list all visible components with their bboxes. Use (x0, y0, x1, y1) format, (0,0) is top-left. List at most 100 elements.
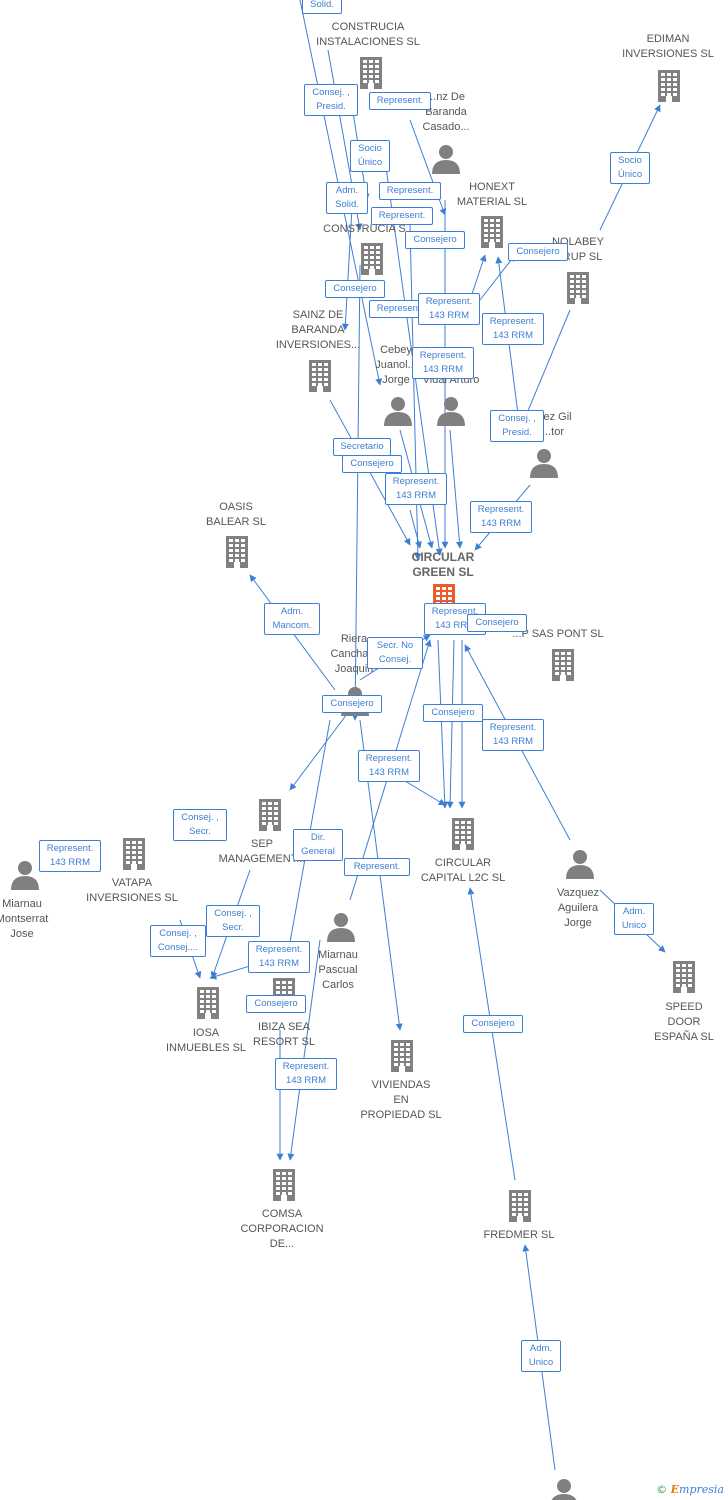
circular-capital-building-icon (452, 818, 474, 850)
edge-line-10 (469, 254, 487, 301)
edge-label-dir-general[interactable]: Dir. General (293, 829, 343, 861)
node-sainz-baranda-casado[interactable]: ...nz De Baranda Casado... (422, 91, 470, 133)
honext-building-icon (481, 216, 503, 248)
vazquez-person-icon (566, 850, 594, 879)
fredmer-building-icon (509, 1190, 531, 1222)
node-cebey[interactable]: Cebey Juanol... Jorge (375, 344, 417, 386)
edge-line-18 (409, 509, 422, 549)
node-vazquez[interactable]: Vazquez Aguilera Jorge (557, 887, 599, 929)
node-oasis[interactable]: OASIS BALEAR SL (206, 501, 266, 528)
edge-label-represent[interactable]: Represent. (371, 207, 433, 225)
brand-name: mpresia (679, 1483, 724, 1496)
edge-label-consejero[interactable]: Consejero (246, 995, 306, 1013)
node-icons (11, 57, 695, 1500)
edge-label-consejero[interactable]: Consejero (508, 243, 568, 261)
edge-label-represent-143[interactable]: Represent. 143 RRM (412, 347, 474, 379)
edge-label-consejero[interactable]: Consejero (322, 695, 382, 713)
gil-person-icon (530, 449, 558, 478)
edge-label-consejero[interactable]: Consejero (405, 231, 465, 249)
node-comsa[interactable]: COMSA CORPORACION DE... (240, 1208, 324, 1250)
node-circular-green[interactable]: CIRCULAR GREEN SL (411, 550, 475, 579)
edge-label-secretario[interactable]: Secretario (333, 438, 391, 456)
edge-line-7 (351, 264, 361, 721)
edge-label-represent-143[interactable]: Represent. 143 RRM (248, 941, 310, 973)
edge-label-adm-unico[interactable]: Adm. Unico (614, 903, 654, 935)
copyright-symbol: © (656, 1483, 668, 1496)
edge-label-represent-143[interactable]: Represent. 143 RRM (358, 750, 420, 782)
vidal-arturo-person-icon (437, 397, 465, 426)
node-fredmer[interactable]: FREDMER SL (483, 1229, 555, 1241)
node-circular-capital[interactable]: CIRCULAR CAPITAL L2C SL (420, 857, 506, 884)
edge-line-22 (446, 639, 455, 809)
edge-label-consejero[interactable]: Consejero (423, 704, 483, 722)
edge-line-23 (437, 639, 449, 809)
node-vatapa[interactable]: VATAPA INVERSIONES SL (86, 877, 178, 904)
edge-line-11 (479, 254, 516, 301)
edge-label-adm-solid[interactable]: Adm. Solid. (326, 182, 368, 214)
construcia-instalaciones-building-icon (360, 57, 382, 89)
edge-label-represent-143[interactable]: Represent. 143 RRM (482, 313, 544, 345)
brand-initial: E (670, 1483, 680, 1496)
edge-label-consejero[interactable]: Consejero (467, 614, 527, 632)
edge-line-33 (287, 939, 321, 1161)
edge-label-adm-mancom[interactable]: Adm. Mancom. (264, 603, 320, 635)
sep-building-icon (259, 799, 281, 831)
empresia-credit: © Empresia (656, 1483, 724, 1496)
edge-label-represent-143[interactable]: Represent. 143 RRM (418, 293, 480, 325)
node-sep[interactable]: SEP MANAGEMENT... (218, 838, 306, 865)
edge-line-25 (289, 709, 351, 791)
edge-label-represent-143[interactable]: Represent. 143 RRM (275, 1058, 337, 1090)
edge-line-6 (409, 224, 422, 561)
node-iosa[interactable]: IOSA INMUEBLES SL (165, 1027, 247, 1054)
ediman-building-icon (658, 70, 680, 102)
node-honext[interactable]: HONEXT MATERIAL SL (456, 181, 528, 208)
edge-label-consej-consej[interactable]: Consej. , Consej.... (150, 925, 206, 957)
viviendas-building-icon (391, 1040, 413, 1072)
edge-label-represent-143[interactable]: Represent. 143 RRM (482, 719, 544, 751)
node-ibiza[interactable]: IBIZA SEA RESORT SL (253, 1021, 315, 1048)
node-construcia-instalaciones[interactable]: CONSTRUCIA INSTALACIONES SL (316, 21, 420, 48)
construcia-s-building-icon (361, 243, 383, 275)
edge-label-represent[interactable]: Represent. (379, 182, 441, 200)
edge-label-consej-presid[interactable]: Consej. , Presid. (304, 84, 358, 116)
iosa-building-icon (197, 987, 219, 1019)
edge-label-represent[interactable]: Represent. (369, 92, 431, 110)
edge-label-consejero[interactable]: Consejero (342, 455, 402, 473)
edge-label-socio-unico[interactable]: Socio Único (610, 152, 650, 184)
edge-label-solid[interactable]: Solid. (302, 0, 342, 14)
vatapa-building-icon (123, 838, 145, 870)
comsa-building-icon (273, 1169, 295, 1201)
cebey-person-icon (384, 397, 412, 426)
edge-label-secr-no-consej[interactable]: Secr. No Consej. (367, 637, 423, 669)
node-miarnau-pascual[interactable]: Miarnau Pascual Carlos (318, 949, 358, 991)
edge-label-consej-secr[interactable]: Consej. , Secr. (173, 809, 227, 841)
edge-label-represent[interactable]: Represent. (344, 858, 410, 876)
speed-door-building-icon (673, 961, 695, 993)
sainz-baranda-casado-person-icon (432, 145, 460, 174)
oasis-building-icon (226, 536, 248, 568)
edge-label-consejero[interactable]: Consejero (463, 1015, 523, 1033)
pas-pont-building-icon (552, 649, 574, 681)
node-sainz-baranda-inv[interactable]: SAINZ DE BARANDA INVERSIONES... (275, 309, 361, 351)
node-speed-door[interactable]: SPEED DOOR ESPAÑA SL (654, 1001, 714, 1043)
edge-label-consejero[interactable]: Consejero (325, 280, 385, 298)
edge-label-represent-143[interactable]: Represent. 143 RRM (385, 473, 447, 505)
edge-label-socio-unico[interactable]: Socio Único (350, 140, 390, 172)
edge-line-36 (467, 887, 516, 1181)
miarnau-pascual-person-icon (327, 913, 355, 942)
edge-label-represent-143[interactable]: Represent. 143 RRM (470, 501, 532, 533)
node-pas-pont[interactable]: ...P SAS PONT SL (512, 628, 604, 640)
node-miarnau-montserrat[interactable]: Miarnau Montserrat Jose (0, 898, 49, 940)
edge-line-14 (449, 429, 463, 549)
edge-label-consej-presid[interactable]: Consej. , Presid. (490, 410, 544, 442)
edge-label-consej-secr[interactable]: Consej. , Secr. (206, 905, 260, 937)
edge-label-adm-unico[interactable]: Adm. Unico (521, 1340, 561, 1372)
node-viviendas[interactable]: VIVIENDAS EN PROPIEDAD SL (360, 1079, 442, 1121)
node-ediman[interactable]: EDIMAN INVERSIONES SL (622, 33, 714, 60)
sainz-baranda-inv-building-icon (309, 360, 331, 392)
node-riera[interactable]: Riera Cancha... Joaquin (330, 633, 378, 675)
miarnau-montserrat-person-icon (11, 861, 39, 890)
bottom-person-person-icon (551, 1479, 577, 1500)
edge-label-represent-143[interactable]: Represent. 143 RRM (39, 840, 101, 872)
nolabey-building-icon (567, 272, 589, 304)
